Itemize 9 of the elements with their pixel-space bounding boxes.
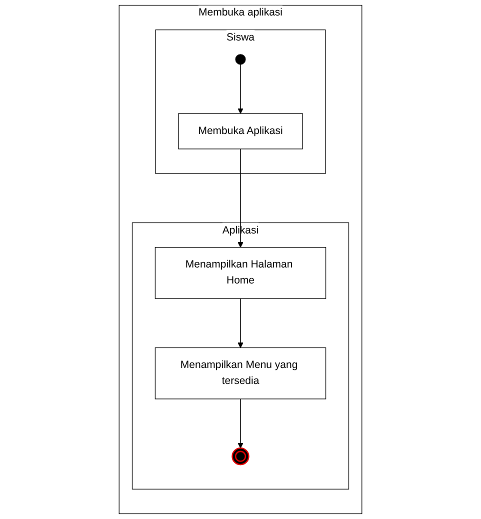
node-box: Membuka Aplikasi bbox=[178, 113, 303, 150]
node-box: Menampilkan Halaman Home bbox=[154, 247, 326, 299]
arrow bbox=[238, 298, 244, 348]
node-box: Menampilkan Menu yang tersedia bbox=[154, 347, 326, 400]
node-circle bbox=[235, 54, 246, 65]
arrow bbox=[238, 64, 244, 114]
arrow bbox=[238, 148, 244, 248]
node-circle bbox=[232, 447, 250, 466]
arrow bbox=[238, 398, 244, 448]
